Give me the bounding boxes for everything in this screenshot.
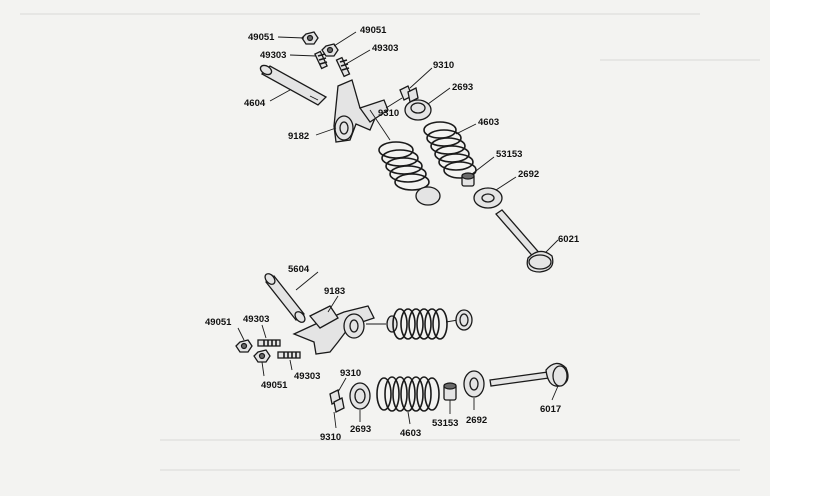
bleed-through-lines	[20, 13, 760, 471]
label-lower-valve: 6017	[540, 404, 561, 415]
upper-valve-seal	[461, 172, 475, 187]
lower-valve-spring-assembled	[366, 308, 473, 340]
lower-spring-seat	[463, 370, 485, 398]
upper-valve	[495, 209, 554, 273]
label-upper-valve: 6021	[558, 234, 580, 245]
label-lower-clip-b: 9310	[320, 432, 341, 443]
label-upper-spring: 4603	[478, 117, 499, 128]
label-lower-screw-b: 49303	[294, 371, 320, 382]
upper-nut-b	[321, 43, 339, 57]
upper-valve-spring-left	[369, 109, 441, 206]
label-lower-retainer: 2693	[350, 424, 371, 435]
upper-assembly: 49051 49051 49303 49303 9310 9310 2693 4…	[244, 25, 580, 273]
lower-valve	[489, 362, 569, 387]
label-lower-rocker: 9183	[324, 286, 345, 297]
label-upper-rocker: 9182	[288, 131, 309, 142]
upper-valve-spring-right	[423, 121, 477, 179]
upper-rocker-arm	[333, 79, 389, 143]
upper-valve-clips	[399, 85, 419, 103]
lower-callouts: 5604 9183 49051 49303 49051 49303 9310 9…	[205, 264, 561, 443]
lower-screw-b	[277, 351, 301, 359]
lower-valve-seal	[443, 382, 457, 401]
lower-rocker-shaft	[264, 273, 306, 323]
label-upper-nut-a: 49051	[248, 32, 275, 43]
upper-spring-retainer	[404, 99, 432, 121]
label-lower-seal: 53153	[432, 418, 458, 429]
upper-screw-b	[335, 56, 351, 78]
lower-rocker-arm	[292, 305, 375, 355]
label-upper-seal: 53153	[496, 149, 522, 160]
label-lower-screw-a: 49303	[243, 314, 269, 325]
label-upper-clip-b: 9310	[378, 108, 399, 119]
label-upper-seat: 2692	[518, 169, 539, 180]
label-lower-nut-b: 49051	[261, 380, 288, 391]
page-margin	[770, 0, 820, 496]
upper-rocker-shaft	[259, 64, 328, 106]
upper-screw-a	[314, 50, 328, 70]
label-lower-clip-a: 9310	[340, 368, 361, 379]
lower-nut-a	[235, 339, 253, 353]
label-upper-screw-a: 49303	[260, 50, 286, 61]
lower-valve-spring	[376, 376, 440, 412]
upper-spring-seat	[473, 187, 503, 209]
label-upper-nut-b: 49051	[360, 25, 387, 36]
lower-nut-b	[253, 349, 271, 363]
lower-assembly: 5604 9183 49051 49303 49051 49303 9310 9…	[205, 264, 569, 443]
label-upper-retainer: 2693	[452, 82, 473, 93]
label-lower-spring: 4603	[400, 428, 421, 439]
upper-callouts: 49051 49051 49303 49303 9310 9310 2693 4…	[244, 25, 580, 253]
label-upper-clip-a: 9310	[433, 60, 454, 71]
label-upper-screw-b: 49303	[372, 43, 398, 54]
lower-spring-retainer	[349, 382, 371, 410]
label-lower-nut-a: 49051	[205, 317, 232, 328]
label-upper-shaft: 4604	[244, 98, 266, 109]
lower-screw-a	[257, 339, 281, 347]
label-lower-seat: 2692	[466, 415, 487, 426]
upper-nut-a	[301, 31, 319, 45]
lower-valve-clips	[329, 389, 345, 413]
label-lower-shaft: 5604	[288, 264, 310, 275]
